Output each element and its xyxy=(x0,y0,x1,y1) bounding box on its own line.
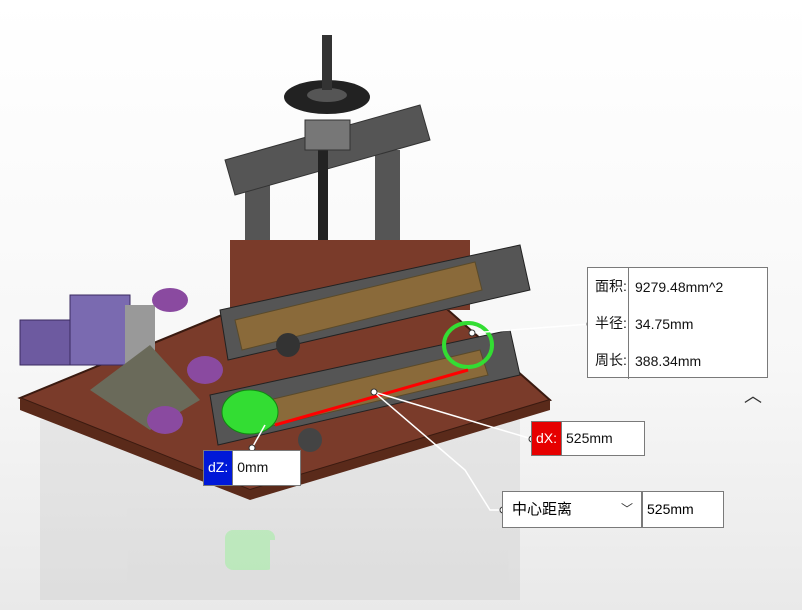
center-distance-callout: 中心距离 ﹀ 525mm xyxy=(502,491,724,528)
chevron-up-icon[interactable]: ︿ xyxy=(744,386,762,406)
distance-type-label: 中心距离 xyxy=(512,501,573,518)
area-value: 9279.48mm^2 xyxy=(635,278,724,295)
dx-value: 525mm xyxy=(566,430,613,446)
radius-label: 半径: xyxy=(588,305,629,342)
dz-value: 0mm xyxy=(237,459,269,475)
perimeter-value: 388.34mm xyxy=(635,352,702,369)
dx-callout: dX:525mm xyxy=(531,421,645,456)
column-right[interactable] xyxy=(375,150,400,245)
driven-roller-highlight[interactable] xyxy=(442,321,494,369)
perimeter-row: 周长: 388.34mm xyxy=(588,342,767,379)
radius-row: 半径: 34.75mm xyxy=(588,305,767,342)
dx-label: dX: xyxy=(532,422,563,455)
upper-belt[interactable] xyxy=(234,261,483,351)
handle[interactable] xyxy=(322,35,332,90)
area-row: 面积: 9279.48mm^2 xyxy=(588,268,767,305)
leader-lines xyxy=(251,323,591,511)
center-distance-value: 525mm xyxy=(642,491,724,528)
radius-value: 34.75mm xyxy=(635,315,694,332)
measure-result-callout: 面积: 9279.48mm^2 半径: 34.75mm 周长: 388.34mm xyxy=(587,267,768,379)
chevron-down-icon: ﹀ xyxy=(620,502,633,516)
area-label: 面积: xyxy=(588,268,629,305)
distance-type-dropdown[interactable]: 中心距离 ﹀ xyxy=(502,491,642,528)
dz-callout: dZ:0mm xyxy=(203,450,301,486)
dz-label: dZ: xyxy=(204,451,234,485)
drive-roller-highlight[interactable] xyxy=(221,389,279,435)
perimeter-label: 周长: xyxy=(588,342,629,379)
measure-line xyxy=(274,368,469,427)
